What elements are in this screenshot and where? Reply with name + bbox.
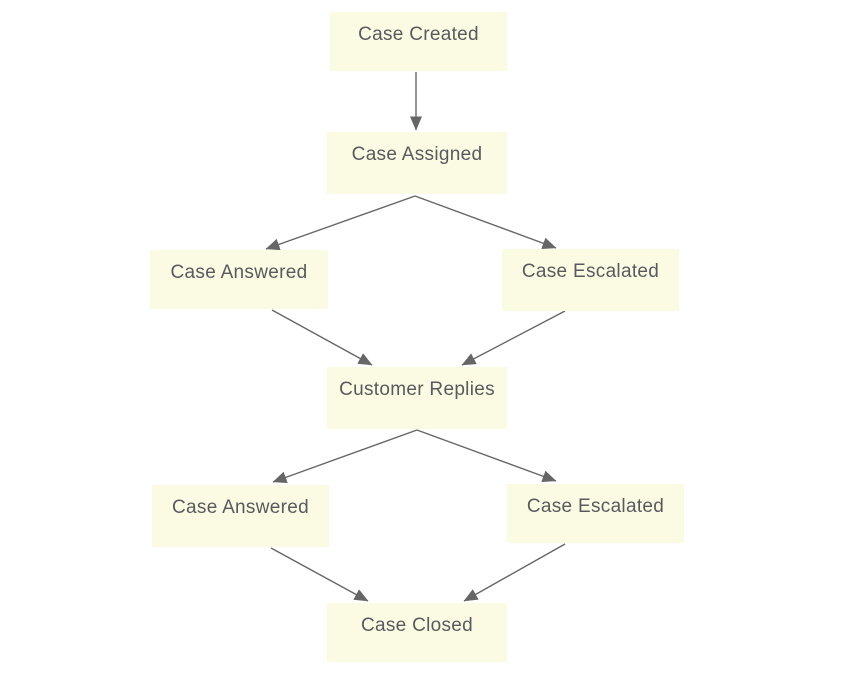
edge-customer-replies-to-case-escalated-2 <box>416 429 557 482</box>
node-label: Case Assigned <box>351 144 483 165</box>
edge-case-escalated-2-to-case-closed <box>463 543 566 602</box>
node-case-answered-2: Case Answered <box>152 485 329 547</box>
node-label: Customer Replies <box>339 379 495 400</box>
node-case-closed: Case Closed <box>327 603 507 662</box>
node-label: Case Created <box>358 24 479 45</box>
node-label: Case Closed <box>360 615 474 636</box>
node-label: Case Escalated <box>526 496 665 517</box>
edge-case-escalated-1-to-customer-replies <box>461 310 566 366</box>
node-label: Case Answered <box>172 497 309 518</box>
node-label: Case Answered <box>170 262 308 283</box>
edge-customer-replies-to-case-answered-2 <box>272 429 418 484</box>
node-case-escalated-2: Case Escalated <box>507 484 684 543</box>
edge-case-assigned-to-case-escalated-1 <box>414 195 557 249</box>
node-case-assigned: Case Assigned <box>327 132 507 194</box>
node-case-answered-1: Case Answered <box>150 250 328 309</box>
edge-case-assigned-to-case-answered-1 <box>265 195 416 251</box>
node-case-escalated-1: Case Escalated <box>502 249 679 311</box>
node-case-created: Case Created <box>330 12 507 71</box>
edge-case-answered-2-to-case-closed <box>270 547 369 602</box>
edge-case-answered-1-to-customer-replies <box>271 309 373 366</box>
node-customer-replies: Customer Replies <box>327 367 507 429</box>
node-label: Case Escalated <box>521 261 660 282</box>
